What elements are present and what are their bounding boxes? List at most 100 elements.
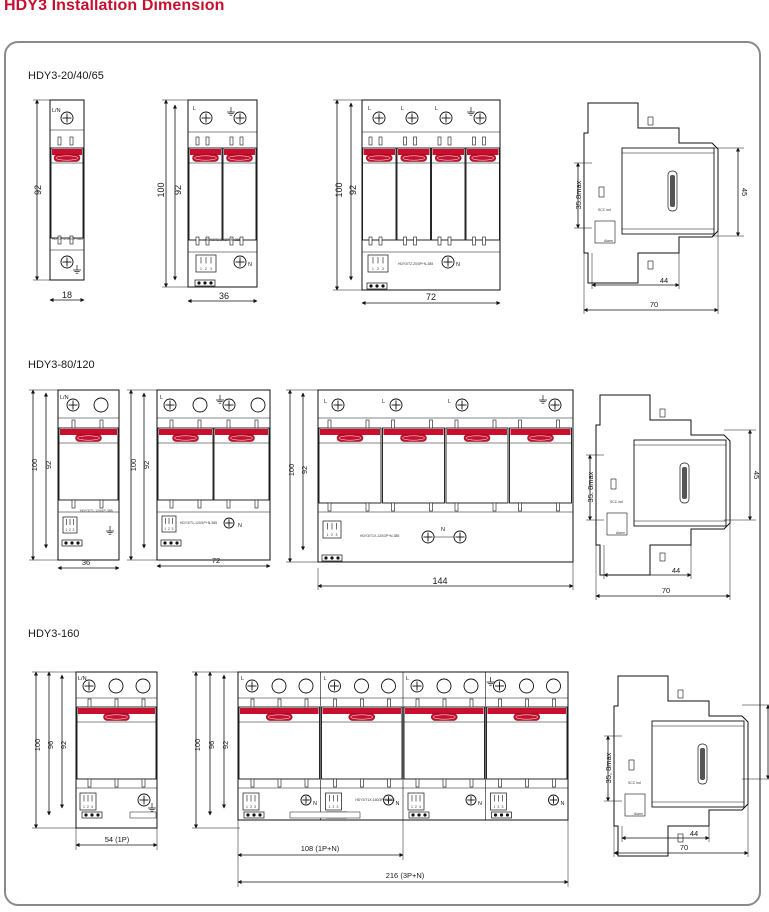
terminal-number: 1 [411,805,413,809]
dim-width-144: 144 [432,576,447,586]
terminal-label-l: L [324,676,327,682]
protection-cartridge [157,427,214,501]
brand-logo-icon [226,154,253,162]
dim-width-72: 72 [212,556,220,565]
indicator-window [647,260,654,270]
brand-logo-icon [266,713,293,721]
remote-plug [321,554,343,562]
brand-logo-icon [400,154,427,162]
terminal-screw-icon [421,530,435,544]
dim-r3m4: 100 96 92 108 (1P+N) 216 (3P+N) [192,671,569,887]
dim-height-100: 100 [33,739,42,752]
terminal-number: 3 [382,267,384,271]
dim-r2m1: 100 92 36 [29,389,120,570]
terminal-number: 3 [336,533,338,537]
terminal-screw-icon [493,679,506,693]
dim-70: 70 [650,300,658,309]
ground-icon [73,265,81,274]
brand-logo-icon [435,154,462,162]
remote-plug [408,811,430,819]
dim-height-92: 92 [142,461,151,469]
ground-icon [106,526,114,535]
dim-r3m1: 100 96 92 54 (1P) [32,671,158,850]
ground-icon [486,677,495,686]
scc-indicator-label: SCC ind [628,781,641,785]
alarm-label: Alarm [616,531,625,535]
indicator-window [598,186,605,198]
terminal-hole-icon [271,678,287,694]
terminal-label: L/N [60,395,69,401]
brand-logo-icon [103,713,130,721]
terminal-screw-icon [465,794,477,806]
terminal-number: 3 [502,805,504,809]
model-number: HDY3/T1X-120/3P+N-385 [360,534,399,538]
terminal-screw-icon [233,255,247,269]
protection-cartridge [188,147,223,241]
protection-cartridge [50,147,84,239]
terminal-number: 1 [165,527,167,531]
terminal-number: 2 [250,805,252,809]
alarm-label: Alarm [634,812,643,816]
terminal-label-n: N [313,801,317,807]
dim-45: 45 [752,471,761,479]
terminal-number: 3 [210,267,212,271]
terminal-label-n: N [396,801,400,807]
section-label-hdy3-20-40-65: HDY3-20/40/65 [28,70,104,82]
brand-logo-icon [667,170,678,212]
terminal-screw-icon [331,398,345,412]
dim-width-36: 36 [219,291,229,301]
terminal-screw-icon [410,679,424,693]
dim-height-100: 100 [287,464,296,477]
terminal-label-l: L [435,106,438,112]
terminal-number: 1 [66,528,68,532]
dim-height-92: 92 [300,466,309,474]
dim-44: 44 [690,829,698,838]
protection-cartridge [431,147,466,241]
remote-plug [243,811,265,819]
terminal-label-l: L [406,676,409,682]
brand-logo-icon [228,434,255,442]
diagram-frame [4,41,761,906]
model-number: HDY3/T1X-160/3P+N-385 [355,798,394,802]
terminal-screw-icon [82,679,96,693]
terminal-number: 3 [254,805,256,809]
terminal-number: 3 [91,805,93,809]
remote-plug [61,539,83,547]
terminal-screw-icon [163,398,177,412]
protection-cartridge [318,427,382,504]
brand-logo-icon [463,434,491,442]
terminal-screw-icon [199,111,213,125]
terminal-label-l: L [193,106,196,112]
terminal-hole-icon [381,678,396,694]
terminal-number: 2 [168,527,170,531]
dim-r2m4: 100 92 144 [286,389,574,590]
ground-icon [539,395,547,404]
terminal-screw-icon [372,111,386,125]
terminal-screw-icon [548,794,559,806]
dim-70: 70 [662,586,670,595]
model-number: HDY3/T1-120/1P+N-385 [180,521,217,525]
remote-plug [366,282,388,290]
terminal-screw-icon [453,530,467,544]
dim-35-8max: 35.8max [574,180,583,209]
dim-height-100: 100 [156,182,166,197]
indicator-window [610,478,617,490]
dim-44: 44 [672,566,680,575]
terminal-label-l: L [382,399,385,405]
remote-plug [194,279,216,287]
terminal-screw-icon [328,679,341,693]
protection-cartridge [222,147,257,241]
dim-45: 45 [740,188,749,196]
terminal-number: 1 [494,805,496,809]
terminal-label-l: L [241,676,244,682]
